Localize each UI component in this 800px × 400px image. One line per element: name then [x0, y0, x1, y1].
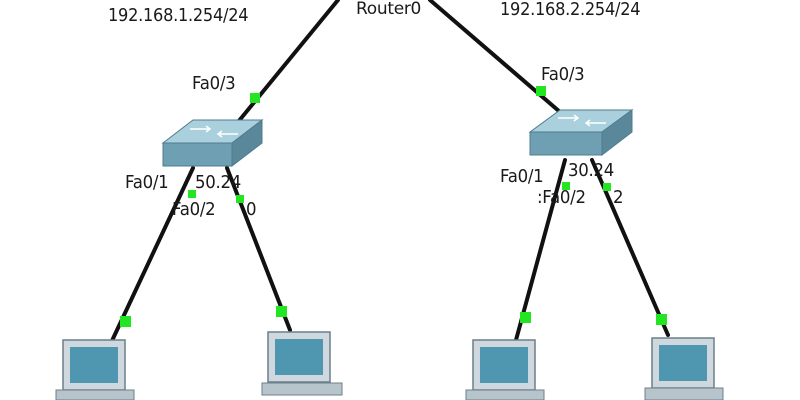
port-label: Fa0/1: [125, 172, 169, 193]
pc-icon[interactable]: [55, 339, 135, 400]
link-light: [562, 182, 570, 190]
link-light: [236, 195, 244, 203]
vlan-label: 30.24: [568, 160, 615, 181]
port-label: Fa0/2: [172, 199, 216, 220]
cable-switch-left-pc1[interactable]: [108, 166, 195, 347]
cable-router-switch-left[interactable]: [236, 0, 340, 124]
link-light: [188, 190, 196, 198]
link-light: [603, 183, 611, 191]
vlan-label: 0: [246, 199, 257, 220]
port-label: Fa0/3: [192, 73, 236, 94]
vlan-label: 2: [613, 187, 624, 208]
port-label: Fa0/1: [500, 166, 544, 187]
link-light: [536, 86, 546, 96]
cable-switch-right-pc1[interactable]: [514, 158, 567, 342]
link-light: [250, 93, 260, 103]
link-light: [120, 316, 131, 327]
ip-label-left: 192.168.1.254/24: [108, 5, 249, 26]
switch-icon[interactable]: [528, 109, 634, 157]
ip-label-right: 192.168.2.254/24: [500, 0, 641, 20]
vlan-label: 50.24: [195, 172, 242, 193]
switch-icon[interactable]: [161, 118, 264, 168]
link-light: [520, 312, 531, 323]
pc-icon[interactable]: [261, 331, 343, 396]
router-name-label: Router0: [356, 0, 422, 19]
port-label: Fa0/3: [541, 64, 585, 85]
link-light: [656, 314, 667, 325]
link-light: [276, 306, 287, 317]
port-label: :Fa0/2: [537, 187, 586, 208]
pc-icon[interactable]: [465, 339, 545, 400]
pc-icon[interactable]: [644, 337, 724, 400]
